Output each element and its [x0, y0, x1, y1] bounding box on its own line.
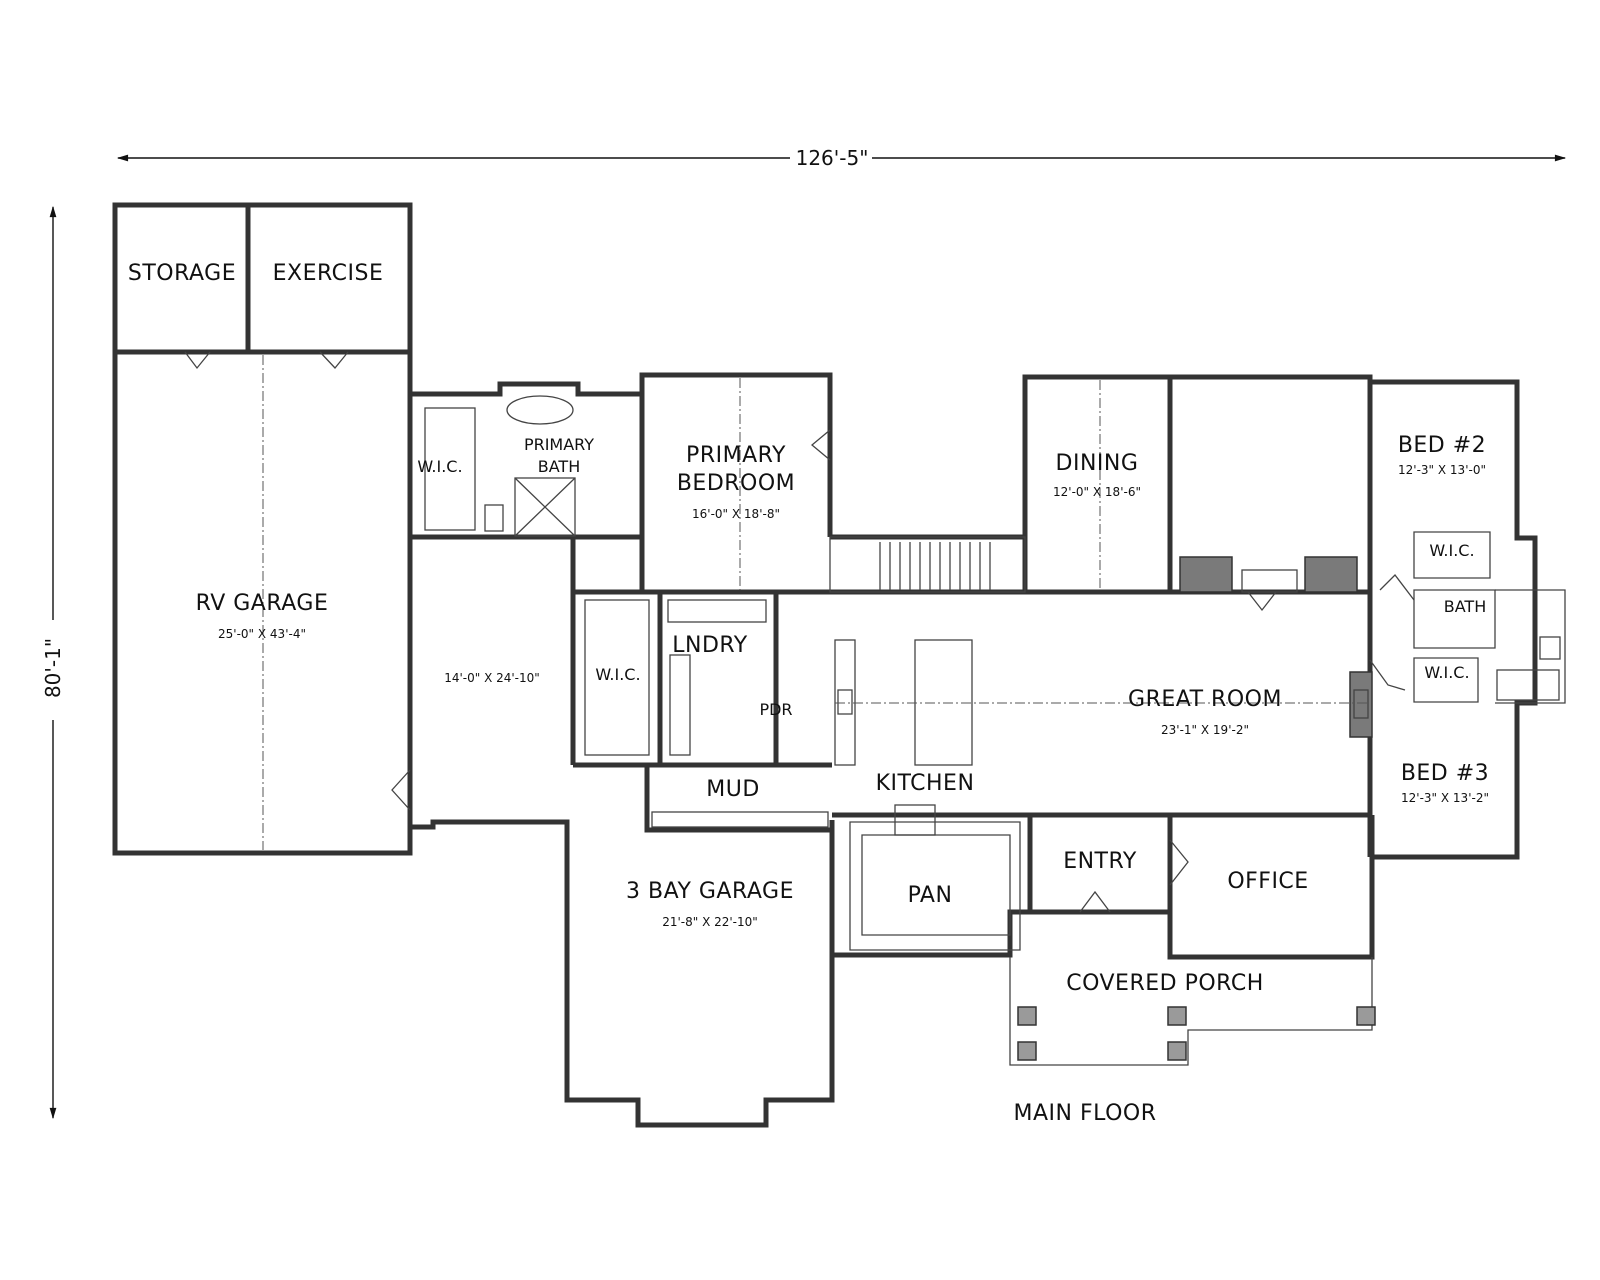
bed2-dimension: 12'-3" X 13'-0": [1398, 463, 1486, 477]
shop-dimension: 14'-0" X 24'-10": [444, 671, 540, 685]
interior-details: [424, 395, 1561, 1066]
primary-bedroom-label-1: PRIMARY: [686, 443, 786, 468]
bed3-dimension: 12'-3" X 13'-2": [1401, 791, 1489, 805]
primary-bedroom-dimension: 16'-0" X 18'-8": [692, 507, 780, 521]
rv-garage-label: RV GARAGE: [196, 591, 329, 616]
office-label: OFFICE: [1227, 869, 1308, 894]
powder-label: PDR: [759, 700, 792, 719]
pantry-label: PAN: [908, 883, 953, 908]
bed3-label: BED #3: [1401, 761, 1489, 786]
width-dimension: 126'-5": [116, 146, 1567, 170]
wic-primary-label: W.I.C.: [417, 457, 462, 476]
primary-bedroom-label-2: BEDROOM: [677, 471, 795, 496]
bed2-label: BED #2: [1398, 433, 1486, 458]
mud-label: MUD: [706, 777, 760, 802]
great-room-dimension: 23'-1" X 19'-2": [1161, 723, 1249, 737]
bath-label: BATH: [1444, 597, 1486, 616]
laundry-label: LNDRY: [672, 633, 748, 658]
primary-bath-label-2: BATH: [538, 457, 580, 476]
overall-depth-label: 80'-1": [41, 638, 65, 698]
door-swings: [184, 351, 1415, 913]
primary-bath-label-1: PRIMARY: [524, 435, 594, 454]
depth-dimension: 80'-1": [41, 205, 65, 1120]
plan-title: MAIN FLOOR: [1013, 1101, 1156, 1126]
rv-garage-dimension: 25'-0" X 43'-4": [218, 627, 306, 641]
great-room-label: GREAT ROOM: [1128, 687, 1282, 712]
exterior-walls: [112, 202, 1566, 1128]
overall-width-label: 126'-5": [796, 146, 869, 170]
wic-bed2-label: W.I.C.: [1429, 541, 1474, 560]
beam-lines: [262, 355, 1368, 850]
covered-porch-label: COVERED PORCH: [1066, 971, 1264, 996]
wic-bed3-label: W.I.C.: [1424, 663, 1469, 682]
garage-3bay-label: 3 BAY GARAGE: [626, 879, 794, 904]
dining-label: DINING: [1056, 451, 1139, 476]
exercise-label: EXERCISE: [273, 261, 384, 286]
wic-laundry-label: W.I.C.: [595, 665, 640, 684]
entry-label: ENTRY: [1063, 849, 1137, 874]
garage-3bay-dimension: 21'-8" X 22'-10": [662, 915, 758, 929]
kitchen-label: KITCHEN: [876, 771, 975, 796]
storage-label: STORAGE: [128, 261, 236, 286]
room-labels: STORAGE EXERCISE RV GARAGE 25'-0" X 43'-…: [128, 261, 1489, 1126]
dining-dimension: 12'-0" X 18'-6": [1053, 485, 1141, 499]
